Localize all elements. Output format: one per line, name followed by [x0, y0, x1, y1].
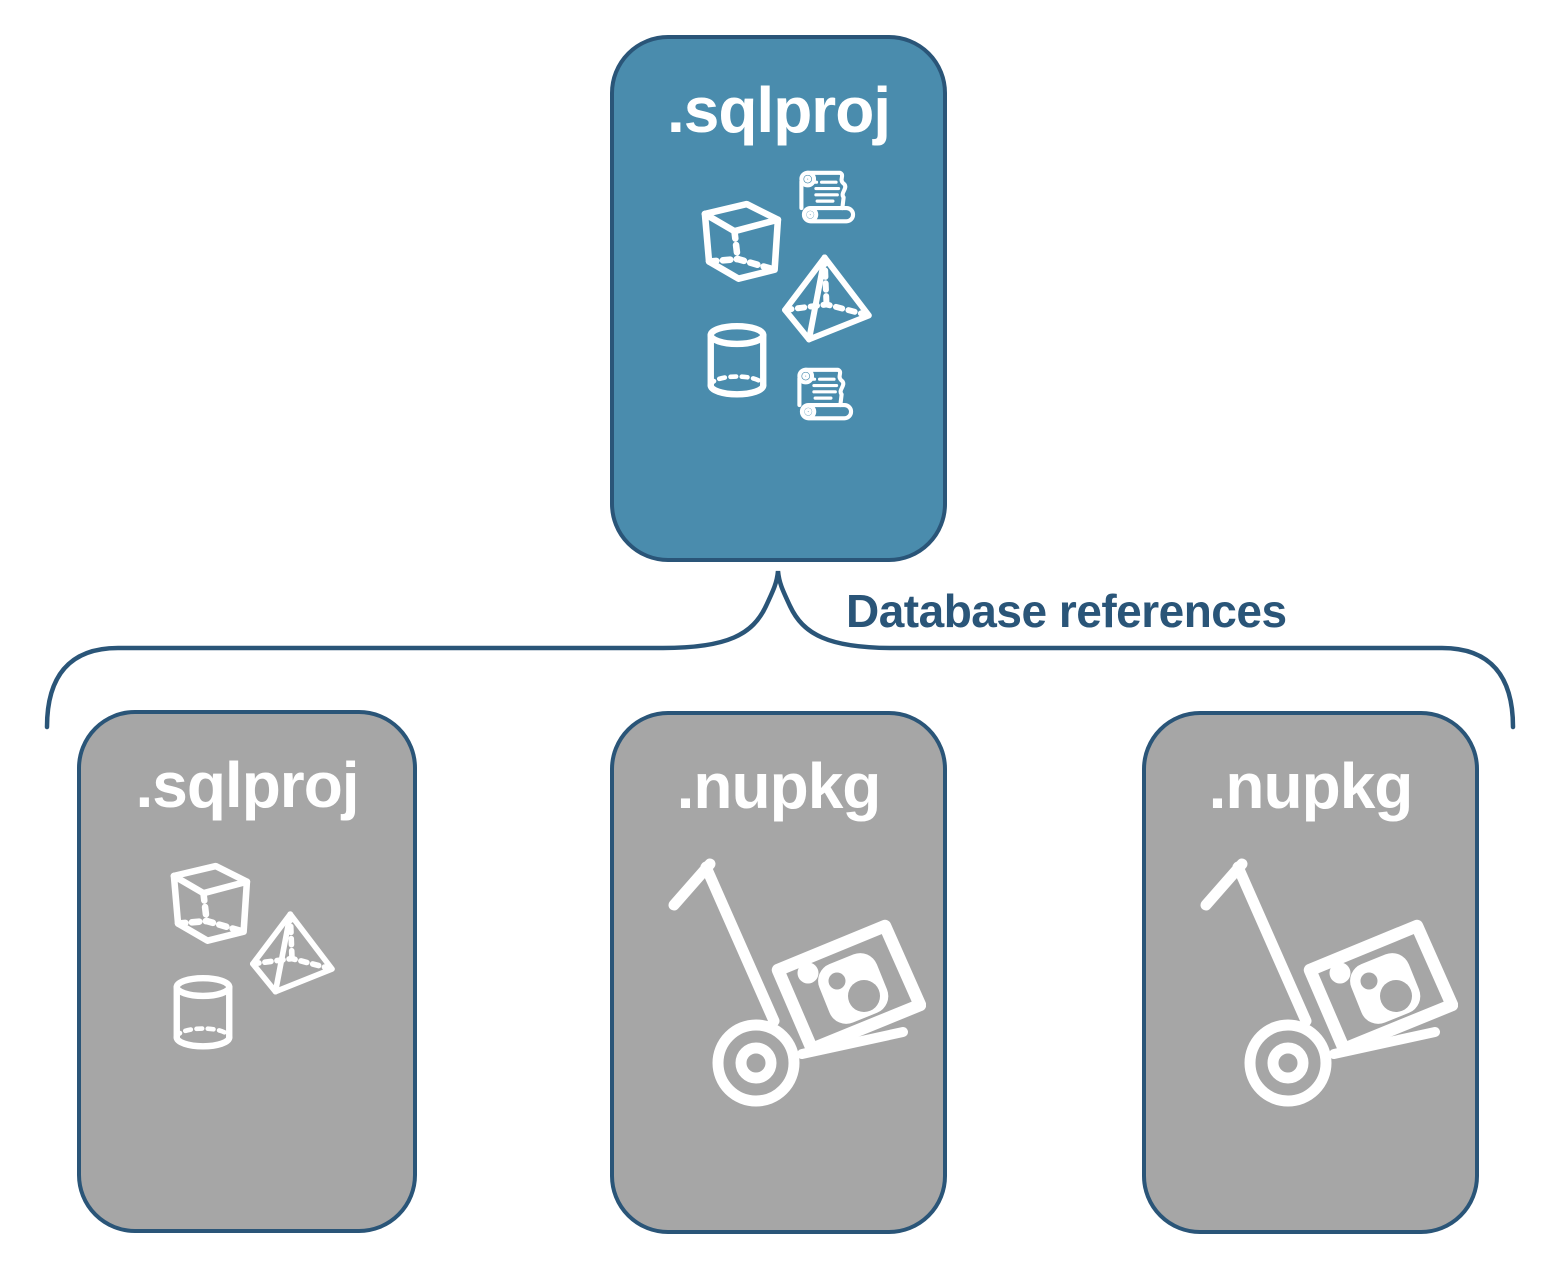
scroll-icon	[795, 366, 858, 429]
cube-icon	[169, 862, 251, 944]
nuget-handtruck-icon	[666, 857, 926, 1117]
nuget-handtruck-icon	[1198, 857, 1458, 1117]
cylinder-icon	[705, 323, 769, 401]
pyramid-icon	[242, 909, 342, 996]
node-sqlproj-root: .sqlproj	[610, 35, 947, 562]
pyramid-icon	[775, 252, 878, 344]
cylinder-icon	[171, 975, 235, 1053]
node-sqlproj-child: .sqlproj	[77, 710, 417, 1233]
cube-icon	[700, 200, 782, 282]
node-label-child-nupkg-1: .nupkg	[676, 750, 882, 822]
node-nupkg-1: .nupkg	[610, 711, 947, 1234]
scroll-icon	[797, 169, 860, 232]
node-label-child-nupkg-2: .nupkg	[1208, 750, 1414, 822]
node-label-root: .sqlproj	[666, 74, 891, 146]
edge-label: Database references	[846, 585, 1287, 637]
node-label-child-sqlproj: .sqlproj	[135, 749, 359, 821]
node-nupkg-2: .nupkg	[1142, 711, 1479, 1234]
